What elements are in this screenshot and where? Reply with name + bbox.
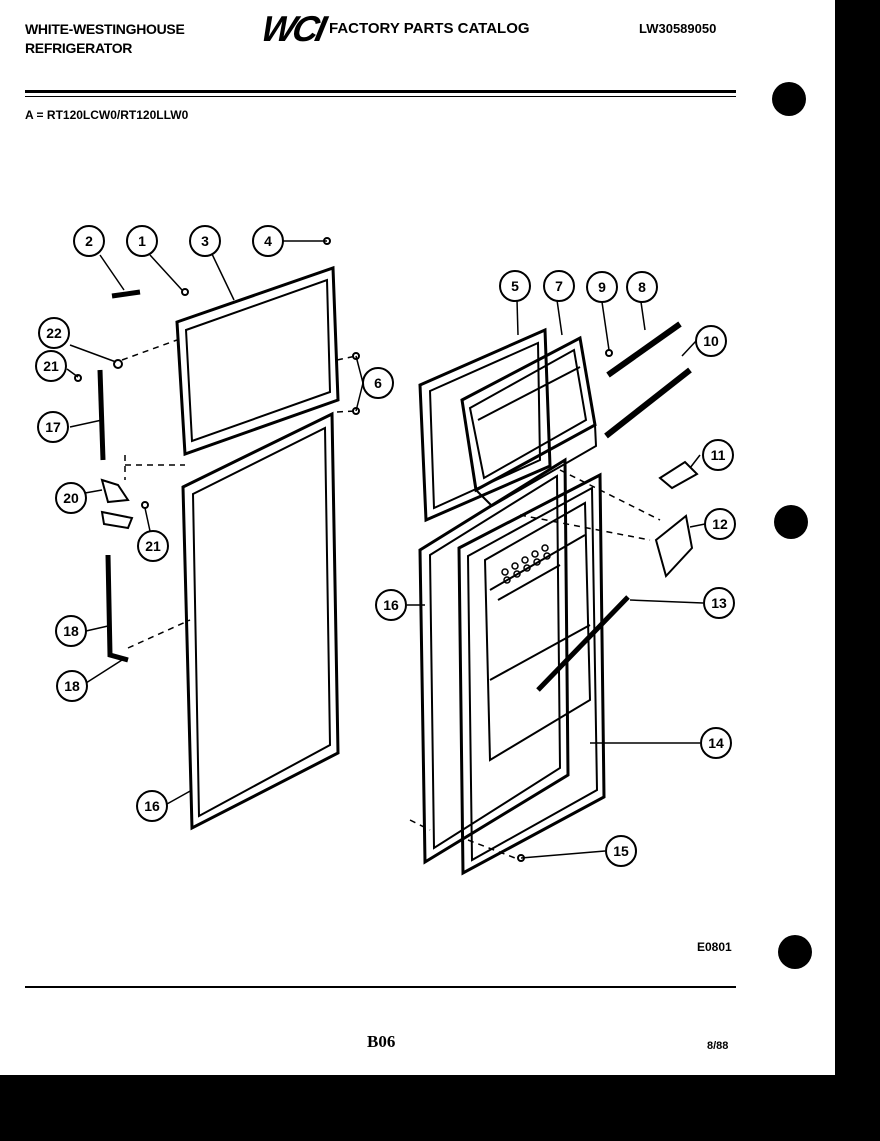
callout-8: 8 — [626, 271, 658, 303]
svg-text:10: 10 — [703, 333, 719, 349]
svg-text:14: 14 — [708, 735, 724, 751]
svg-text:4: 4 — [264, 233, 272, 249]
svg-text:16: 16 — [144, 798, 160, 814]
fresh-food-door-gasket — [181, 411, 340, 831]
callout-7: 7 — [543, 270, 575, 302]
freezer-door-seal — [418, 327, 552, 523]
callout-22: 22 — [38, 317, 70, 349]
callout-21-top: 21 — [35, 350, 67, 382]
callout-20: 20 — [55, 482, 87, 514]
diagram-code: E0801 — [697, 940, 732, 954]
punch-hole-icon — [772, 82, 806, 116]
header-rule-thin — [25, 96, 736, 97]
callout-1: 1 — [126, 225, 158, 257]
svg-text:2: 2 — [85, 233, 93, 249]
callout-4: 4 — [252, 225, 284, 257]
callout-5: 5 — [499, 270, 531, 302]
fresh-food-door-seal — [418, 457, 570, 865]
header-rule — [25, 90, 736, 93]
svg-text:20: 20 — [63, 490, 79, 506]
svg-text:17: 17 — [45, 419, 61, 435]
svg-text:21: 21 — [43, 358, 59, 374]
callout-10: 10 — [695, 325, 727, 357]
product-type: REFRIGERATOR — [25, 40, 133, 56]
svg-text:21: 21 — [145, 538, 161, 554]
page-code: B06 — [367, 1032, 396, 1051]
freezer-door-liner — [460, 335, 598, 507]
catalog-number: LW30589050 — [639, 21, 717, 36]
svg-text:11: 11 — [711, 447, 726, 463]
svg-text:1: 1 — [138, 233, 146, 249]
hinge-parts — [100, 478, 149, 530]
punch-hole-icon — [774, 505, 808, 539]
page-date: 8/88 — [707, 1040, 729, 1052]
door-shelf-rail — [536, 595, 630, 692]
callout-17: 16 — [136, 790, 168, 822]
callout-6: 6 — [362, 367, 394, 399]
callout-2: 2 — [73, 225, 105, 257]
callout-15: 15 — [605, 835, 637, 867]
catalog-page: WHITE-WESTINGHOUSE REFRIGERATOR WCI FACT… — [0, 0, 835, 1075]
callout-18-top: 17 — [37, 411, 69, 443]
dairy-door — [658, 460, 699, 490]
callout-13: 13 — [703, 587, 735, 619]
callout-12: 12 — [704, 508, 736, 540]
callout-16: 16 — [375, 589, 407, 621]
footer-rule — [25, 986, 736, 988]
svg-text:15: 15 — [613, 843, 629, 859]
catalog-title: FACTORY PARTS CATALOG — [329, 20, 530, 37]
svg-text:13: 13 — [711, 595, 727, 611]
callout-14: 14 — [700, 727, 732, 759]
freezer-door-gasket — [175, 265, 340, 457]
svg-text:18: 18 — [63, 623, 79, 639]
svg-text:16: 16 — [383, 597, 399, 613]
exploded-parts-diagram: 2 1 3 4 22 21 17 20 21 18 18 16 6 5 7 9 … — [35, 225, 736, 876]
svg-text:3: 3 — [201, 233, 209, 249]
callout-21-bottom: 21 — [137, 530, 169, 562]
callout-11: 11 — [702, 439, 734, 471]
door-rails — [604, 321, 692, 439]
svg-text:6: 6 — [374, 375, 382, 391]
handle-top — [97, 289, 141, 461]
fresh-food-door-liner — [457, 472, 606, 876]
svg-text:18: 18 — [64, 678, 80, 694]
svg-text:8: 8 — [638, 279, 646, 295]
callout-group: 2 1 3 4 22 21 17 20 21 18 18 16 6 5 7 9 … — [35, 225, 736, 867]
callout-19: 18 — [56, 670, 88, 702]
svg-text:12: 12 — [712, 516, 728, 532]
shelf-end — [654, 514, 694, 578]
brand-name: WHITE-WESTINGHOUSE — [25, 21, 185, 37]
leader-lines — [66, 240, 706, 859]
model-line: A = RT120LCW0/RT120LLW0 — [25, 108, 189, 122]
svg-text:9: 9 — [598, 279, 606, 295]
svg-text:22: 22 — [46, 325, 62, 341]
callout-18-bottom: 18 — [55, 615, 87, 647]
handle-bottom — [105, 554, 129, 663]
egg-tray — [501, 544, 551, 584]
svg-text:5: 5 — [511, 278, 519, 294]
svg-text:7: 7 — [555, 278, 563, 294]
callout-9: 9 — [586, 271, 618, 303]
punch-hole-icon — [778, 935, 812, 969]
callout-3: 3 — [189, 225, 221, 257]
